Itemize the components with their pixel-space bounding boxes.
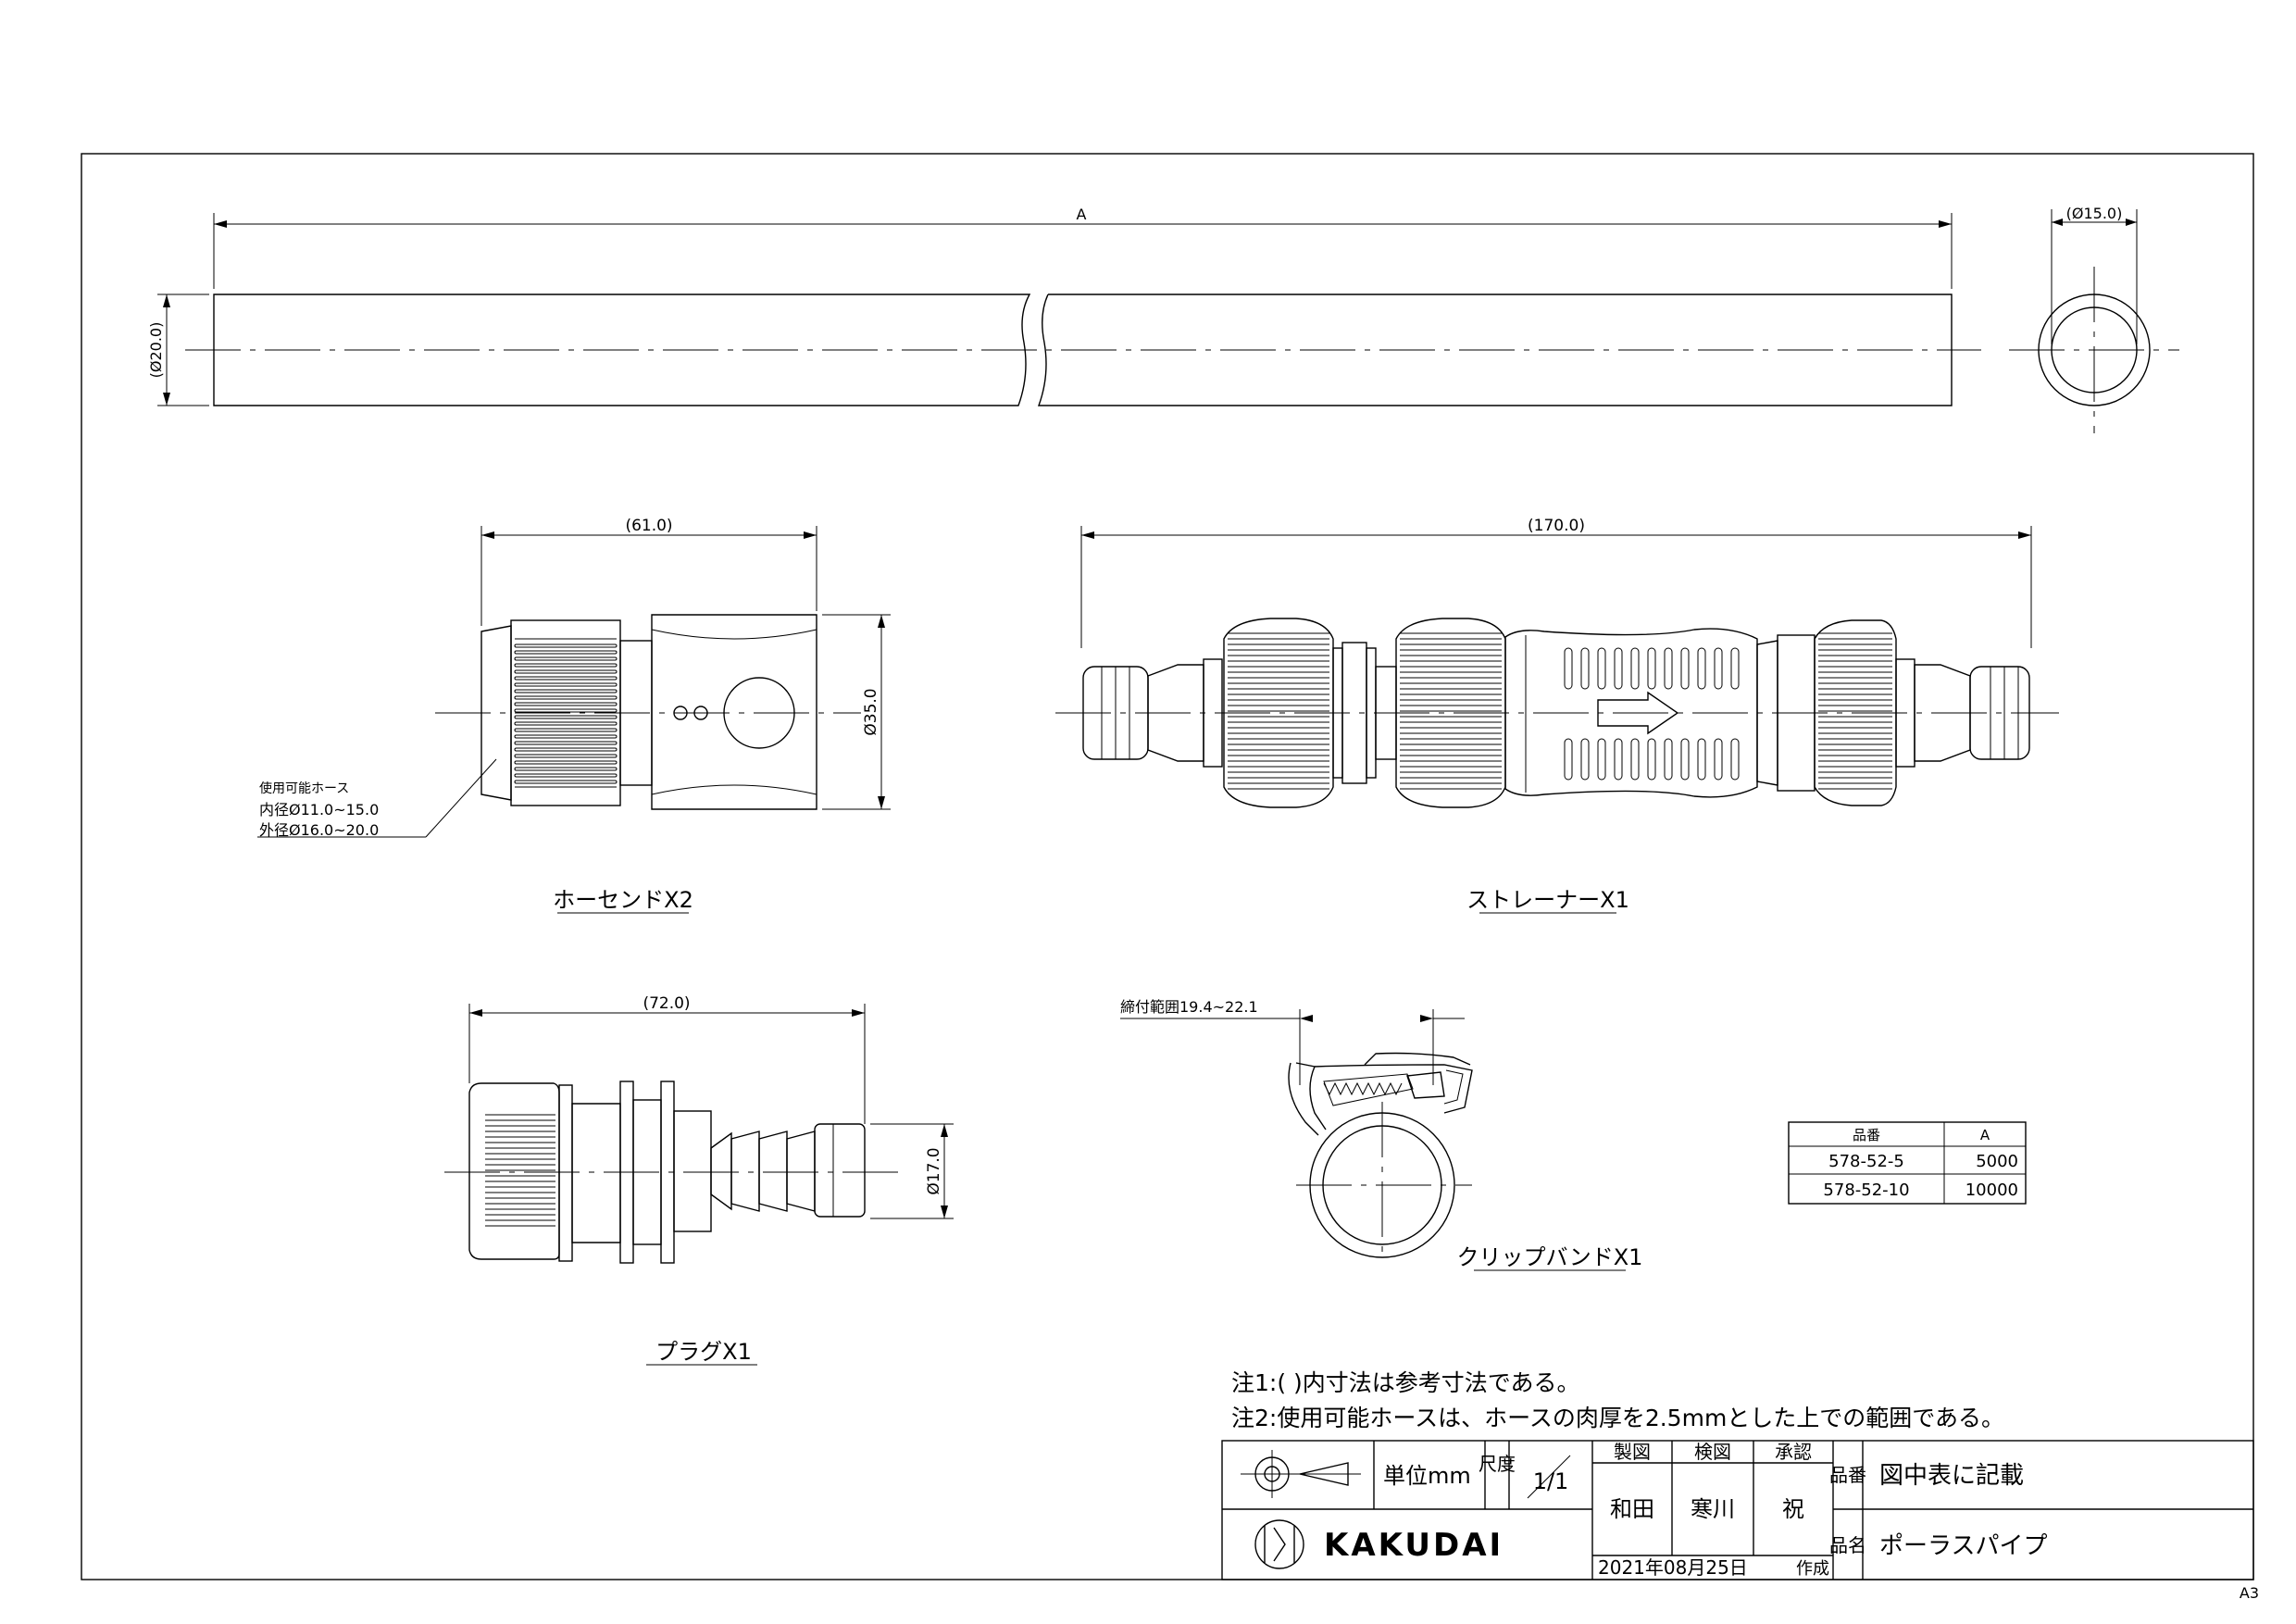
drawn-label: 製図 xyxy=(1614,1441,1651,1463)
note-2: 注2:使用可能ホースは、ホースの肉厚を2.5mmとした上での範囲である。 xyxy=(1231,1405,2004,1431)
note-1: 注1:( )内寸法は参考寸法である。 xyxy=(1231,1369,1580,1396)
label-plug: プラグX1 xyxy=(655,1339,752,1365)
scale-label: 尺度 xyxy=(1479,1453,1516,1475)
kakudai-logo-icon xyxy=(1254,1519,1304,1569)
created-label: 作成 xyxy=(1796,1559,1829,1579)
plug-drawing: (72.0) Ø17.0 xyxy=(444,994,954,1264)
dimension-hose-od-side: (Ø20.0) xyxy=(147,322,165,379)
hose-note-outer: 外径Ø16.0~20.0 xyxy=(259,821,379,839)
table-row-2-a: 10000 xyxy=(1965,1181,2018,1200)
company-logo-text: KAKUDAI xyxy=(1324,1527,1504,1564)
drawn-by: 和田 xyxy=(1610,1496,1654,1522)
hose-note-title: 使用可能ホース xyxy=(259,781,349,796)
dimension-hose-od-end: (Ø15.0) xyxy=(2066,205,2123,222)
table-row-1-part: 578-52-5 xyxy=(1828,1152,1904,1171)
dimension-clip-range: 締付範囲19.4~22.1 xyxy=(1120,998,1258,1016)
table-header-a: A xyxy=(1980,1127,1990,1143)
dimension-strainer-length: (170.0) xyxy=(1528,517,1585,535)
part-number-table xyxy=(1788,1121,2027,1205)
scale-value: 1/1 xyxy=(1533,1468,1569,1494)
table-row-2-part: 578-52-10 xyxy=(1823,1181,1909,1200)
label-strainer: ストレーナーX1 xyxy=(1466,887,1629,913)
table-header-part-no: 品番 xyxy=(1853,1127,1880,1143)
approved-label: 承認 xyxy=(1775,1441,1812,1463)
part-no-label: 品番 xyxy=(1829,1464,1866,1486)
checked-label: 検図 xyxy=(1694,1441,1731,1463)
dimension-hose-end-diameter: Ø35.0 xyxy=(862,688,880,735)
name-label: 品名 xyxy=(1829,1534,1866,1556)
drawing-border xyxy=(81,153,2254,1580)
table-row-1-a: 5000 xyxy=(1976,1152,2018,1171)
dimension-a: A xyxy=(1077,206,1087,223)
date: 2021年08月25日 xyxy=(1598,1556,1748,1579)
unit-label: 単位mm xyxy=(1383,1463,1471,1489)
strainer-drawing: (170.0) xyxy=(1055,517,2059,808)
label-hose-end: ホーセンドX2 xyxy=(553,887,693,913)
hose-note-inner: 内径Ø11.0~15.0 xyxy=(259,801,379,818)
hose-end-drawing: (61.0) Ø35.0 xyxy=(257,517,891,838)
label-clip-band: クリップバンドX1 xyxy=(1457,1244,1643,1270)
checked-by: 寒川 xyxy=(1691,1496,1735,1522)
sheet-size: A3 xyxy=(2240,1584,2259,1602)
title-block xyxy=(1221,1440,2254,1580)
name-value: ポーラスパイプ xyxy=(1879,1532,2047,1560)
dimension-hose-end-length: (61.0) xyxy=(625,517,672,535)
hose-end-view: (Ø15.0) xyxy=(2009,205,2179,433)
part-no-value: 図中表に記載 xyxy=(1879,1462,2024,1490)
approved-by: 祝 xyxy=(1782,1496,1804,1522)
dimension-plug-length: (72.0) xyxy=(643,994,690,1013)
dimension-plug-diameter: Ø17.0 xyxy=(925,1147,943,1194)
hose-pipe-view: A (Ø20.0) xyxy=(147,206,1981,406)
clip-band-drawing xyxy=(1120,1009,1473,1259)
